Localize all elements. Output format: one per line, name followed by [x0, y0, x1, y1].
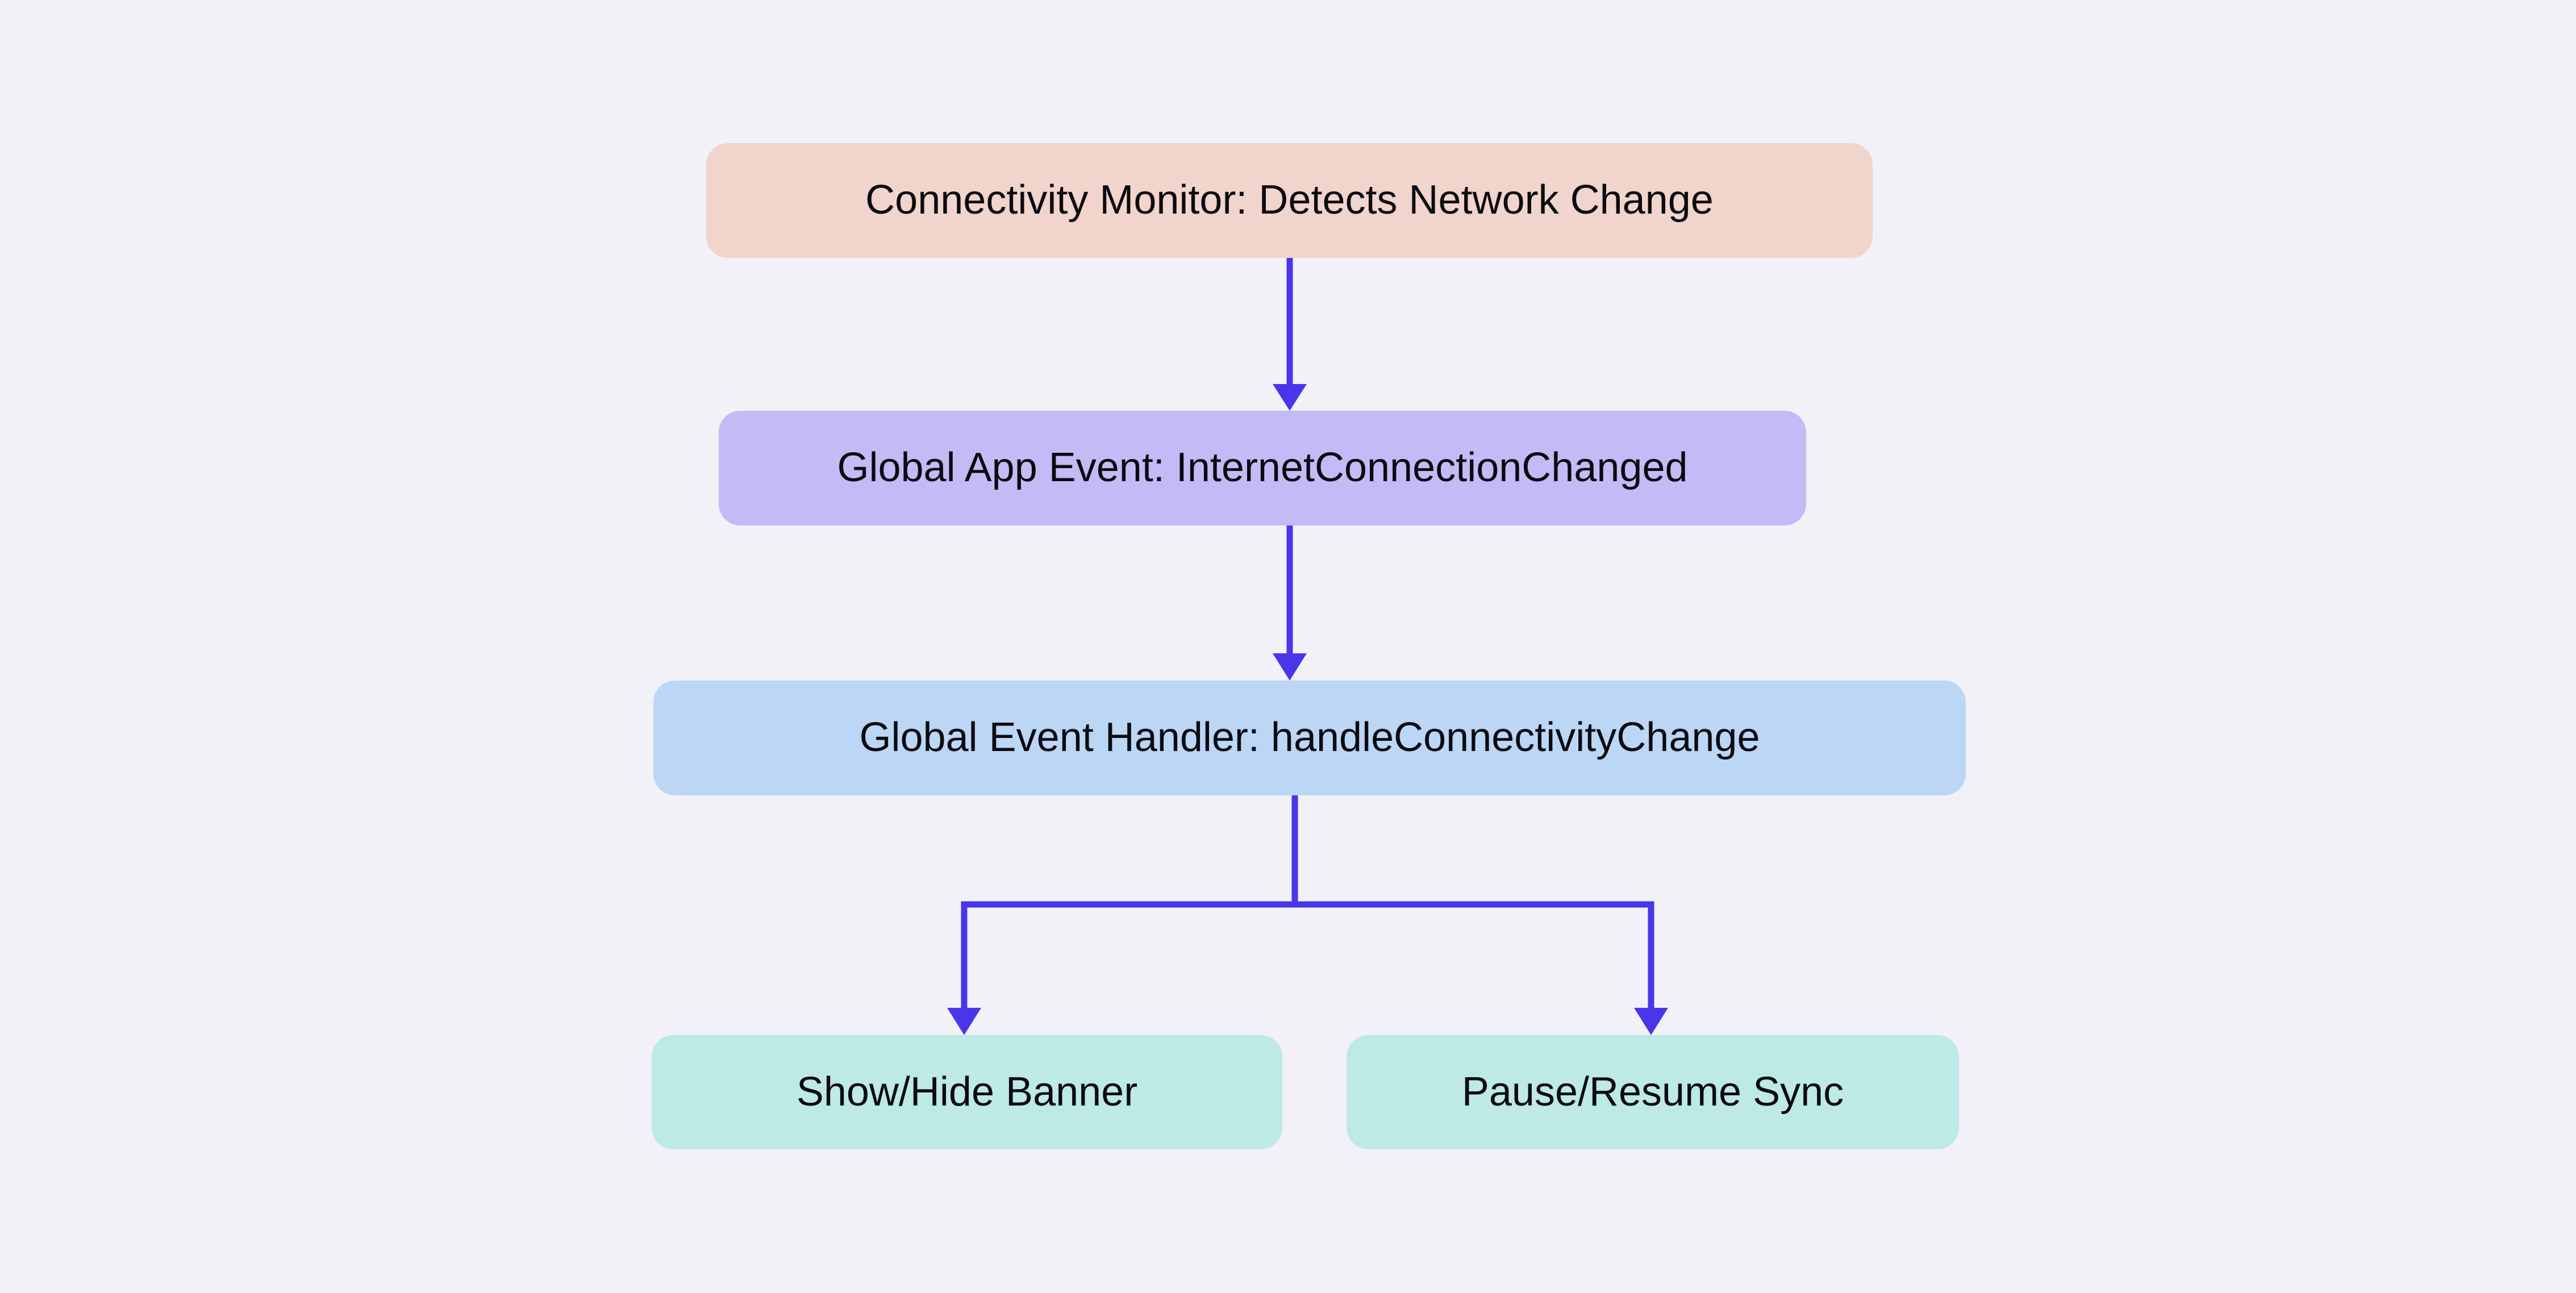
node-label: Global App Event: InternetConnectionChan…	[837, 445, 1688, 491]
arrowhead-icon	[947, 1008, 981, 1035]
node-global-app-event: Global App Event: InternetConnectionChan…	[719, 411, 1806, 525]
branch-connector	[947, 795, 1668, 1035]
node-label: Show/Hide Banner	[796, 1069, 1138, 1115]
node-label: Connectivity Monitor: Detects Network Ch…	[865, 177, 1714, 223]
arrowhead-icon	[1273, 653, 1307, 681]
node-connectivity-monitor: Connectivity Monitor: Detects Network Ch…	[706, 143, 1873, 258]
node-label: Pause/Resume Sync	[1461, 1069, 1844, 1115]
arrow-monitor-to-event	[1273, 258, 1307, 411]
arrowhead-icon	[1634, 1008, 1668, 1035]
node-pause-resume-sync: Pause/Resume Sync	[1347, 1035, 1959, 1149]
arrow-event-to-handler	[1273, 525, 1307, 681]
arrowhead-icon	[1273, 384, 1307, 411]
node-label: Global Event Handler: handleConnectivity…	[859, 715, 1760, 761]
node-global-event-handler: Global Event Handler: handleConnectivity…	[653, 681, 1966, 795]
node-show-hide-banner: Show/Hide Banner	[652, 1035, 1282, 1149]
